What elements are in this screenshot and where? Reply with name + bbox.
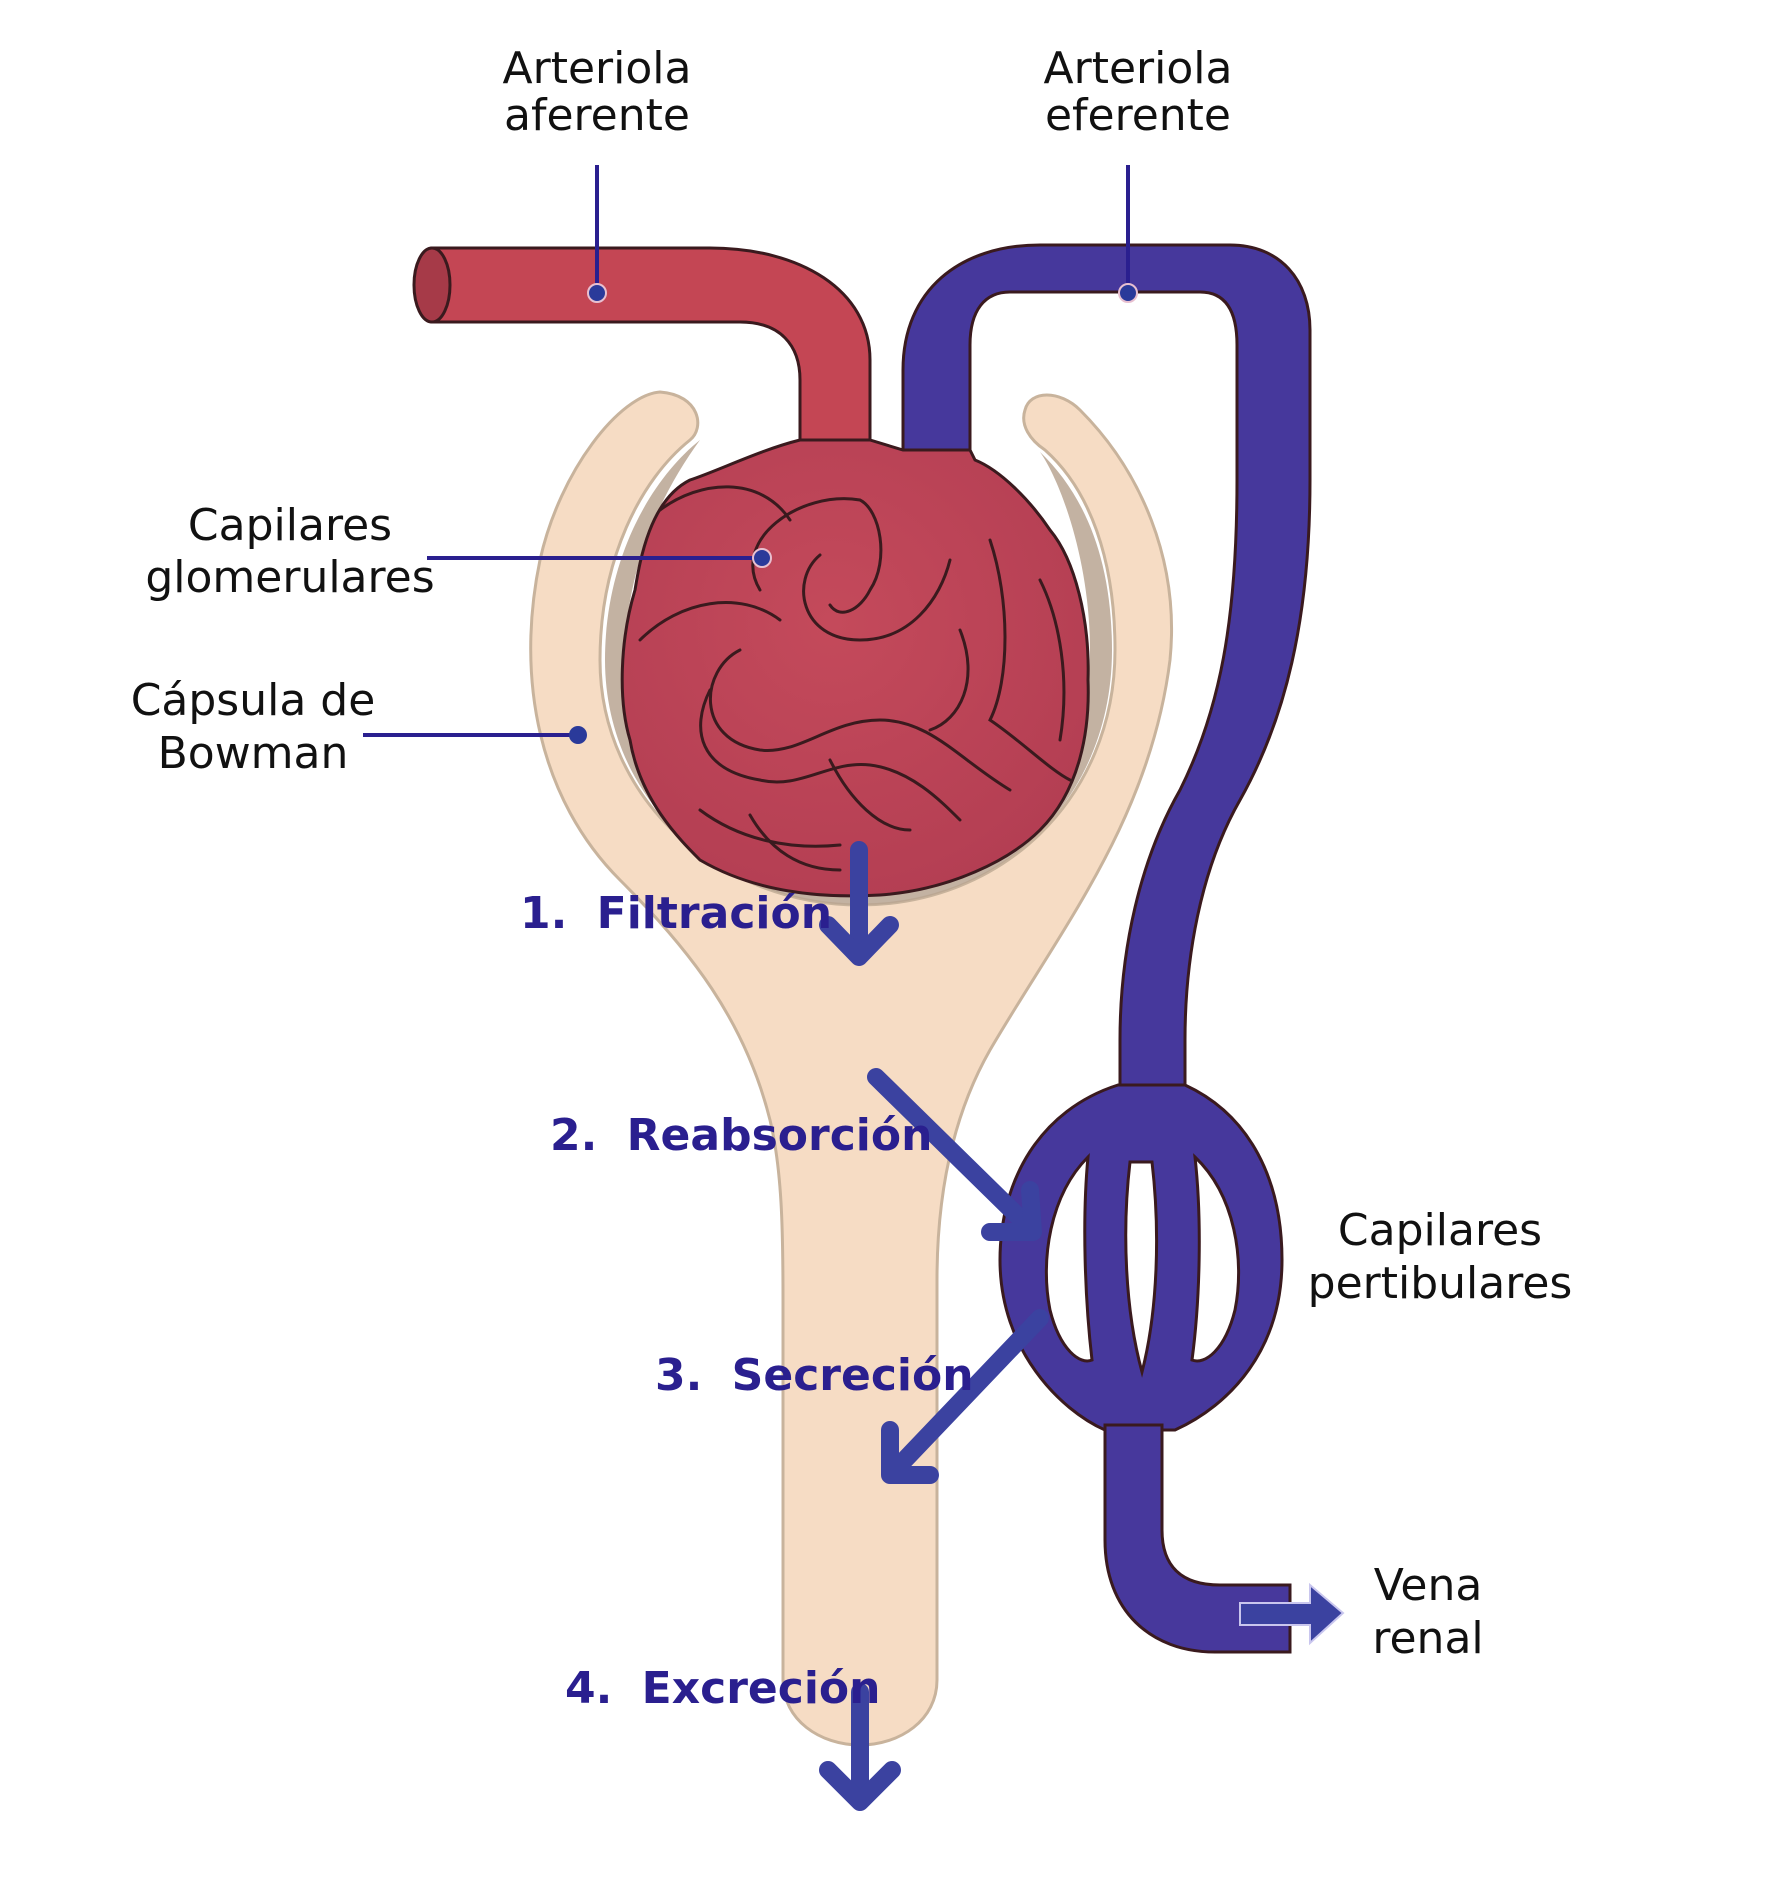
glom-loop xyxy=(751,497,883,614)
glom-loop xyxy=(1038,578,1066,742)
afferent-leader-dot xyxy=(587,283,607,303)
glomerulus xyxy=(620,438,1090,898)
glom-loop xyxy=(802,553,952,642)
renal-vein-tube xyxy=(1103,1423,1292,1654)
peritubular-label-line1: Capilares xyxy=(1338,1205,1542,1256)
glom-loop xyxy=(828,758,912,832)
excretion-arrow-icon xyxy=(819,1683,901,1811)
step-name: Filtración xyxy=(597,888,832,939)
step-name: Secreción xyxy=(732,1350,974,1401)
glomerular-leader-dot xyxy=(752,548,772,568)
glom-loop xyxy=(698,808,842,848)
glom-loop xyxy=(709,648,1012,792)
glom-loop xyxy=(988,538,1072,782)
capsule-cavity xyxy=(605,440,1112,905)
peritubular-label-line2: pertibulares xyxy=(1308,1258,1573,1309)
renal-vein-label-line1: Vena xyxy=(1374,1560,1483,1611)
glom-loop xyxy=(748,813,842,872)
process-arrows xyxy=(819,841,1345,1811)
step-name: Excreción xyxy=(642,1663,881,1714)
peritubular-gap-left xyxy=(1044,1152,1094,1363)
efferent-leader-dot xyxy=(1118,283,1138,303)
afferent-label-line1: Arteriola xyxy=(503,43,692,94)
step-name: Reabsorción xyxy=(627,1110,933,1161)
step-secretion: 3. Secreción xyxy=(655,1350,974,1401)
labels: Arteriola aferente Arteriola eferente Ca… xyxy=(131,43,1573,1664)
step-number: 1. xyxy=(520,888,567,939)
step-reabsorption: 2. Reabsorción xyxy=(550,1110,932,1161)
efferent-tube xyxy=(901,243,1312,1092)
step-excretion: 4. Excreción xyxy=(565,1663,880,1714)
glomerular-label-line1: Capilares xyxy=(188,500,392,551)
peritubular-gap-mid xyxy=(1124,1160,1159,1378)
efferent-label-line2: eferente xyxy=(1045,90,1231,141)
efferent-label-line1: Arteriola xyxy=(1044,43,1233,94)
reabsorption-arrow-icon xyxy=(867,1068,1042,1241)
leaders xyxy=(363,165,1138,744)
efferent-vessel xyxy=(901,243,1312,1654)
renal-vein-arrow-icon xyxy=(1239,1582,1345,1646)
glom-loop xyxy=(638,601,782,642)
step-labels: 1. Filtración 2. Reabsorción 3. Secreció… xyxy=(520,888,974,1714)
afferent-arteriole xyxy=(412,246,872,462)
capsule-body xyxy=(529,390,1174,1747)
afferent-tube xyxy=(430,246,872,462)
step-number: 4. xyxy=(565,1663,612,1714)
bowman-label-line1: Cápsula de xyxy=(131,675,376,726)
bowman-leader-dot xyxy=(569,726,587,744)
glomerular-label-line2: glomerulares xyxy=(145,552,434,603)
bowman-label-line2: Bowman xyxy=(158,728,349,779)
step-number: 2. xyxy=(550,1110,597,1161)
afferent-opening xyxy=(412,246,452,324)
glom-loop xyxy=(928,628,970,732)
peritubular-gap-right xyxy=(1190,1153,1241,1363)
secretion-arrow-icon xyxy=(881,1309,1049,1484)
glom-loop xyxy=(699,688,962,822)
glomerulus-body xyxy=(620,438,1090,898)
step-number: 3. xyxy=(655,1350,702,1401)
bowman-capsule xyxy=(529,390,1174,1747)
glom-loop xyxy=(658,485,792,522)
renal-vein-label-line2: renal xyxy=(1372,1613,1483,1664)
afferent-label-line2: aferente xyxy=(504,90,690,141)
filtration-arrow-icon xyxy=(819,841,899,966)
step-filtration: 1. Filtración xyxy=(520,888,832,939)
